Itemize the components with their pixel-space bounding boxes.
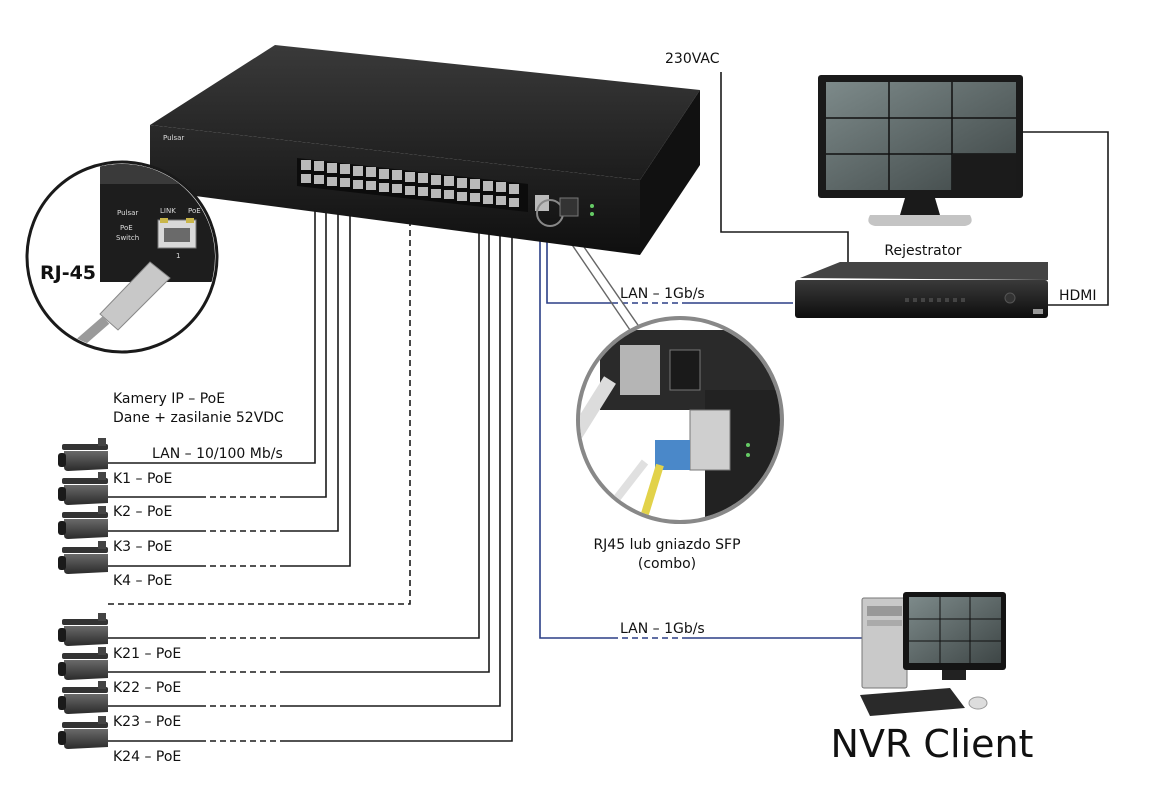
rj45-inset: Pulsar LINK PoE PoE Switch 1 RJ-45 xyxy=(25,160,219,354)
camera-icon xyxy=(58,613,108,646)
recorder-label: Rejestrator xyxy=(884,243,961,259)
poe-switch: Pulsar xyxy=(150,45,700,255)
inset-poe-switch-2: Switch xyxy=(116,234,139,242)
camera-label: K21 – PoE xyxy=(113,646,181,662)
camera-icon xyxy=(58,541,108,574)
lan-cable-recorder xyxy=(546,218,612,304)
power-cable xyxy=(720,72,849,265)
camera-label: K3 – PoE xyxy=(113,539,172,555)
sfp-inset: RJ45 lub gniazdo SFP (combo) xyxy=(576,316,784,572)
sfp-label-line1: RJ45 lub gniazdo SFP xyxy=(593,537,740,553)
hdmi-label: HDMI xyxy=(1059,288,1097,304)
power-label: 230VAC xyxy=(665,51,720,67)
monitor xyxy=(818,75,1023,226)
inset-poe-switch-1: PoE xyxy=(120,224,133,232)
inset-port-number: 1 xyxy=(176,252,180,260)
rj45-label: RJ-45 xyxy=(40,262,96,284)
camera-group-2 xyxy=(58,613,108,749)
recorder xyxy=(795,262,1048,318)
inset-link-label: LINK xyxy=(160,207,176,215)
camera-label: K22 – PoE xyxy=(113,680,181,696)
nvr-client-label: NVR Client xyxy=(831,722,1034,766)
nvr-client-pc xyxy=(860,592,1006,716)
camera-label: K1 – PoE xyxy=(113,471,172,487)
cable-camera-lan xyxy=(102,195,316,464)
camera-label: K4 – PoE xyxy=(113,573,172,589)
camera-label: K2 – PoE xyxy=(113,504,172,520)
camera-group-1 xyxy=(58,438,108,574)
hdmi-cable xyxy=(1022,131,1109,306)
cable-lines xyxy=(102,72,1109,742)
camera-lan-label: LAN – 10/100 Mb/s xyxy=(152,446,283,462)
camera-icon xyxy=(58,647,108,680)
lan-cable-client xyxy=(539,218,612,639)
camera-icon xyxy=(58,472,108,505)
lan-client-label: LAN – 1Gb/s xyxy=(620,621,705,637)
camera-label: K24 – PoE xyxy=(113,749,181,765)
inset-poe-label: PoE xyxy=(188,207,201,215)
cameras-header-line1: Kamery IP – PoE xyxy=(113,391,225,407)
lan-recorder-label: LAN – 1Gb/s xyxy=(620,286,705,302)
svg-text:Pulsar: Pulsar xyxy=(163,134,184,142)
camera-icon xyxy=(58,716,108,749)
camera-icon xyxy=(58,506,108,539)
camera-icon xyxy=(58,681,108,714)
inset-brand: Pulsar xyxy=(117,209,138,217)
camera-label: K23 – PoE xyxy=(113,714,181,730)
sfp-label-line2: (combo) xyxy=(638,556,696,572)
cameras-header-line2: Dane + zasilanie 52VDC xyxy=(113,410,284,426)
camera-icon xyxy=(58,438,108,471)
